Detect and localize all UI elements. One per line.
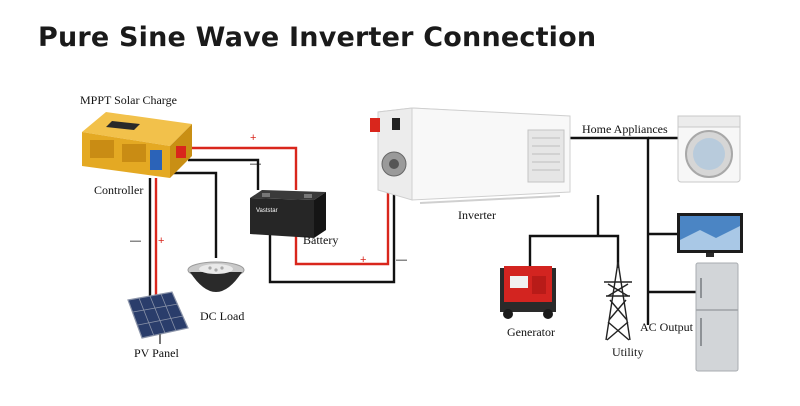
sign-plus-1: + [250, 132, 256, 144]
labels: MPPT Solar Charge Controller Battery Inv… [80, 93, 694, 360]
dc-load-icon [187, 261, 245, 292]
label-dc-load: DC Load [200, 309, 244, 323]
wire-inverter-appliances [570, 136, 650, 325]
label-ac-output: AC Output [640, 320, 694, 334]
inverter-icon [370, 107, 571, 204]
diagram-title: Pure Sine Wave Inverter Connection [38, 22, 597, 53]
refrigerator-icon [695, 262, 739, 372]
sign-plus-3: + [360, 254, 366, 266]
pv-panel-icon [127, 291, 189, 344]
label-home-appliances: Home Appliances [582, 122, 668, 136]
label-pv-panel: PV Panel [134, 346, 179, 360]
sign-minus-3: — [396, 254, 407, 266]
polarity-signs: + — — + + — [130, 132, 407, 266]
sign-minus-1: — [250, 158, 261, 170]
sign-minus-2: — [130, 235, 141, 247]
generator-icon [500, 266, 556, 319]
wire-generator [528, 234, 620, 268]
wire-controller-battery-positive [188, 146, 298, 190]
label-generator: Generator [507, 325, 555, 339]
label-mppt-solar-charge: MPPT Solar Charge [80, 93, 177, 107]
wire-controller-dcload [168, 171, 218, 258]
sign-plus-2: + [158, 235, 164, 247]
label-battery: Battery [303, 233, 338, 247]
battery-brand: Vaststar [256, 208, 278, 214]
utility-tower-icon [604, 261, 632, 341]
label-controller: Controller [94, 183, 143, 197]
tv-icon [677, 213, 743, 257]
mppt-controller [82, 112, 192, 178]
label-inverter: Inverter [458, 208, 496, 222]
wire-battery-inverter-negative [268, 172, 396, 284]
wire-battery-inverter-positive [294, 160, 390, 266]
label-utility: Utility [612, 345, 643, 359]
washing-machine-icon [677, 115, 741, 183]
battery-icon: Vaststar [250, 190, 326, 238]
wires [148, 136, 696, 325]
wire-controller-battery-negative [188, 158, 260, 190]
